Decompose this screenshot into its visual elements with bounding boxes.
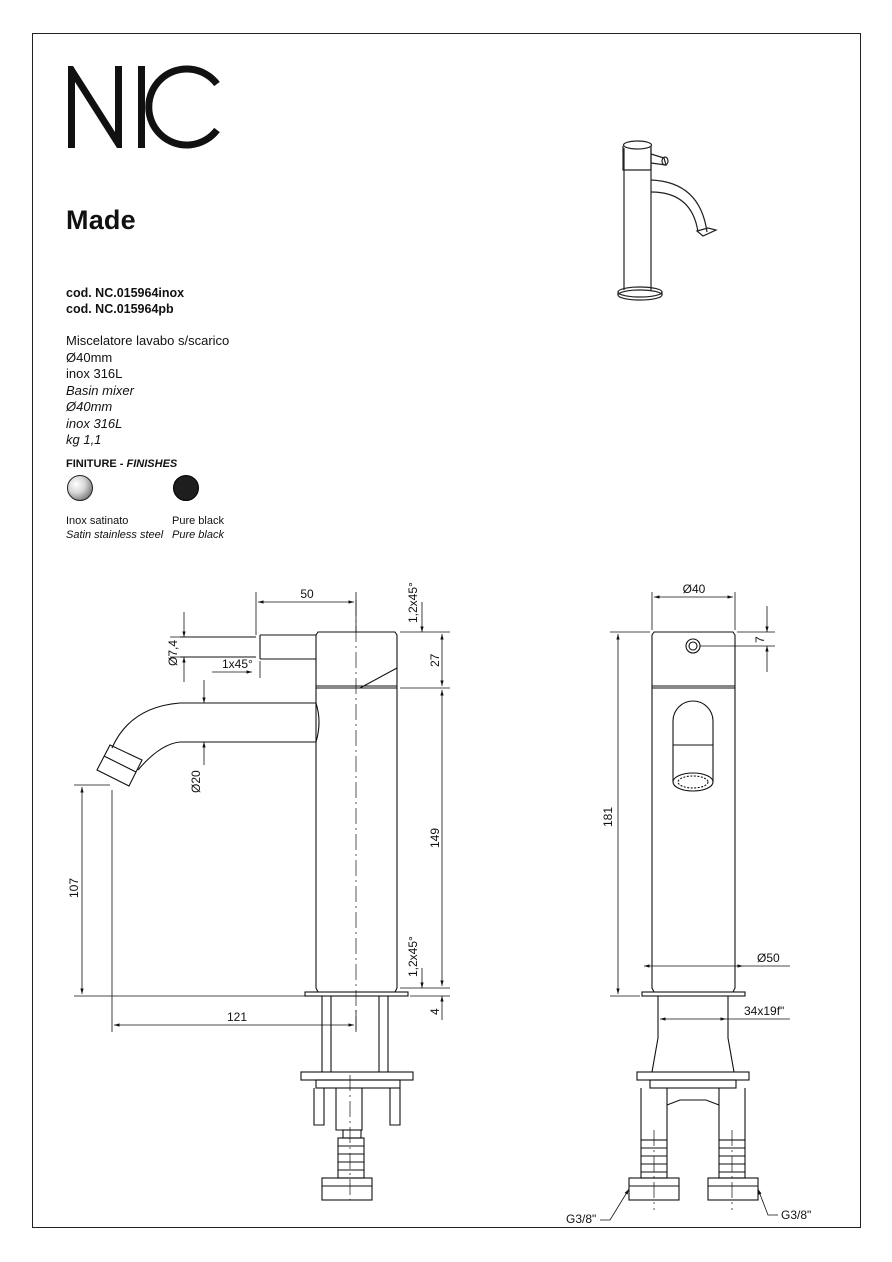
finish-label-black: Pure black Pure black [172,515,224,542]
nic-logo-mark [68,65,220,149]
finish-name-it: Pure black [172,515,224,527]
description-line: Ø40mm [66,399,113,414]
side-view-drawing [96,600,414,1201]
dim-base-height: 4 [428,1008,442,1015]
front-view-labels: Ø40 7 181 Ø50 34x19f" G3/8" G3/8" [566,582,811,1226]
front-view-drawing [628,631,759,1210]
product-title: Made [66,205,136,235]
dim-base-diameter: Ø50 [757,951,780,965]
finish-name-en: Pure black [172,528,224,541]
front-view-dimensions [600,592,790,1221]
dim-thread: 34x19f" [744,1004,784,1018]
dim-spout-diameter: Ø20 [189,770,203,793]
dim-top-height: 27 [428,653,442,667]
dim-handle-offset: 50 [300,587,314,601]
finishes-heading-it: FINITURE [66,458,117,470]
finishes-heading-en: FINISHES [126,458,178,470]
drawing-sheet-border [32,33,861,1228]
description-line: inox 316L [66,415,123,431]
finish-name-en: Satin stainless steel [66,528,164,541]
side-view-labels: 50 1,2x45° Ø7,4 1x45° 27 Ø20 149 107 1,2… [67,582,442,1024]
dim-body-diameter: Ø40 [683,582,706,596]
description-line: inox 316L [66,366,123,381]
finishes-heading-separator: - [116,458,127,470]
description-line: kg 1,1 [66,432,102,447]
product-code-inox: cod. NC.015964inox [66,286,185,300]
description-italian: Miscelatore lavabo s/scarico Ø40mm inox … [66,333,229,449]
faucet-perspective-illustration [617,140,718,301]
dim-inlet-left: G3/8" [566,1212,596,1226]
side-view-dimensions [74,592,450,1032]
dim-chamfer-bottom: 1,2x45° [406,936,420,977]
dim-spout-height: 107 [67,878,81,898]
dim-handle-chamfer: 1x45° [222,657,253,671]
dim-chamfer-top: 1,2x45° [406,582,420,623]
dim-handle-diameter: Ø7,4 [166,640,180,666]
nic-logo [65,60,225,155]
dim-spout-reach: 121 [227,1010,247,1024]
description-line: Miscelatore lavabo s/scarico [66,333,230,348]
finishes-heading: FINITURE - FINISHES [66,458,177,470]
product-code-pb: cod. NC.015964pb [66,302,174,316]
description-line: Basin mixer [66,382,134,398]
dim-total-height: 181 [601,807,615,827]
finish-label-inox: Inox satinato Satin stainless steel [66,515,163,542]
description-line: Ø40mm [66,349,113,365]
finish-name-it: Inox satinato [66,515,129,527]
dim-body-height: 149 [428,828,442,848]
dim-inlet-right: G3/8" [781,1208,811,1222]
dim-handle-position: 7 [753,636,767,643]
